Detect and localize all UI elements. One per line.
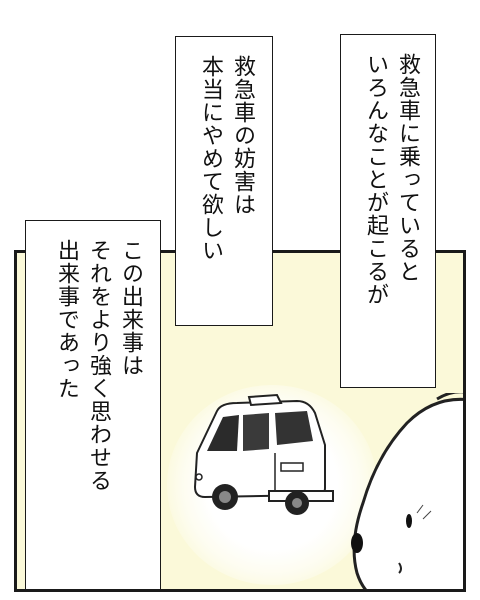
- caption-line: 本当にやめて欲しい: [198, 55, 223, 262]
- caption-line: いろんなことが起こるが: [363, 53, 388, 306]
- caption-1-text: 救急車に乗っていると いろんなことが起こるが: [359, 53, 423, 306]
- caption-2-text: 救急車の妨害は 本当にやめて欲しい: [194, 55, 258, 262]
- caption-line: この出来事は: [118, 239, 143, 377]
- ambulance-van-illustration: [193, 393, 334, 515]
- caption-box-3: この出来事は それをより強く思わせる 出来事であった: [25, 220, 161, 590]
- caption-line: 出来事であった: [54, 239, 79, 400]
- caption-3-text: この出来事は それをより強く思わせる 出来事であった: [50, 239, 146, 492]
- caption-line: それをより強く思わせる: [86, 239, 111, 492]
- bear-mascot-illustration: [351, 393, 463, 589]
- caption-line: 救急車の妨害は: [230, 55, 255, 216]
- caption-box-1: 救急車に乗っていると いろんなことが起こるが: [340, 34, 436, 388]
- caption-box-2: 救急車の妨害は 本当にやめて欲しい: [175, 36, 273, 326]
- caption-line: 救急車に乗っていると: [395, 53, 420, 283]
